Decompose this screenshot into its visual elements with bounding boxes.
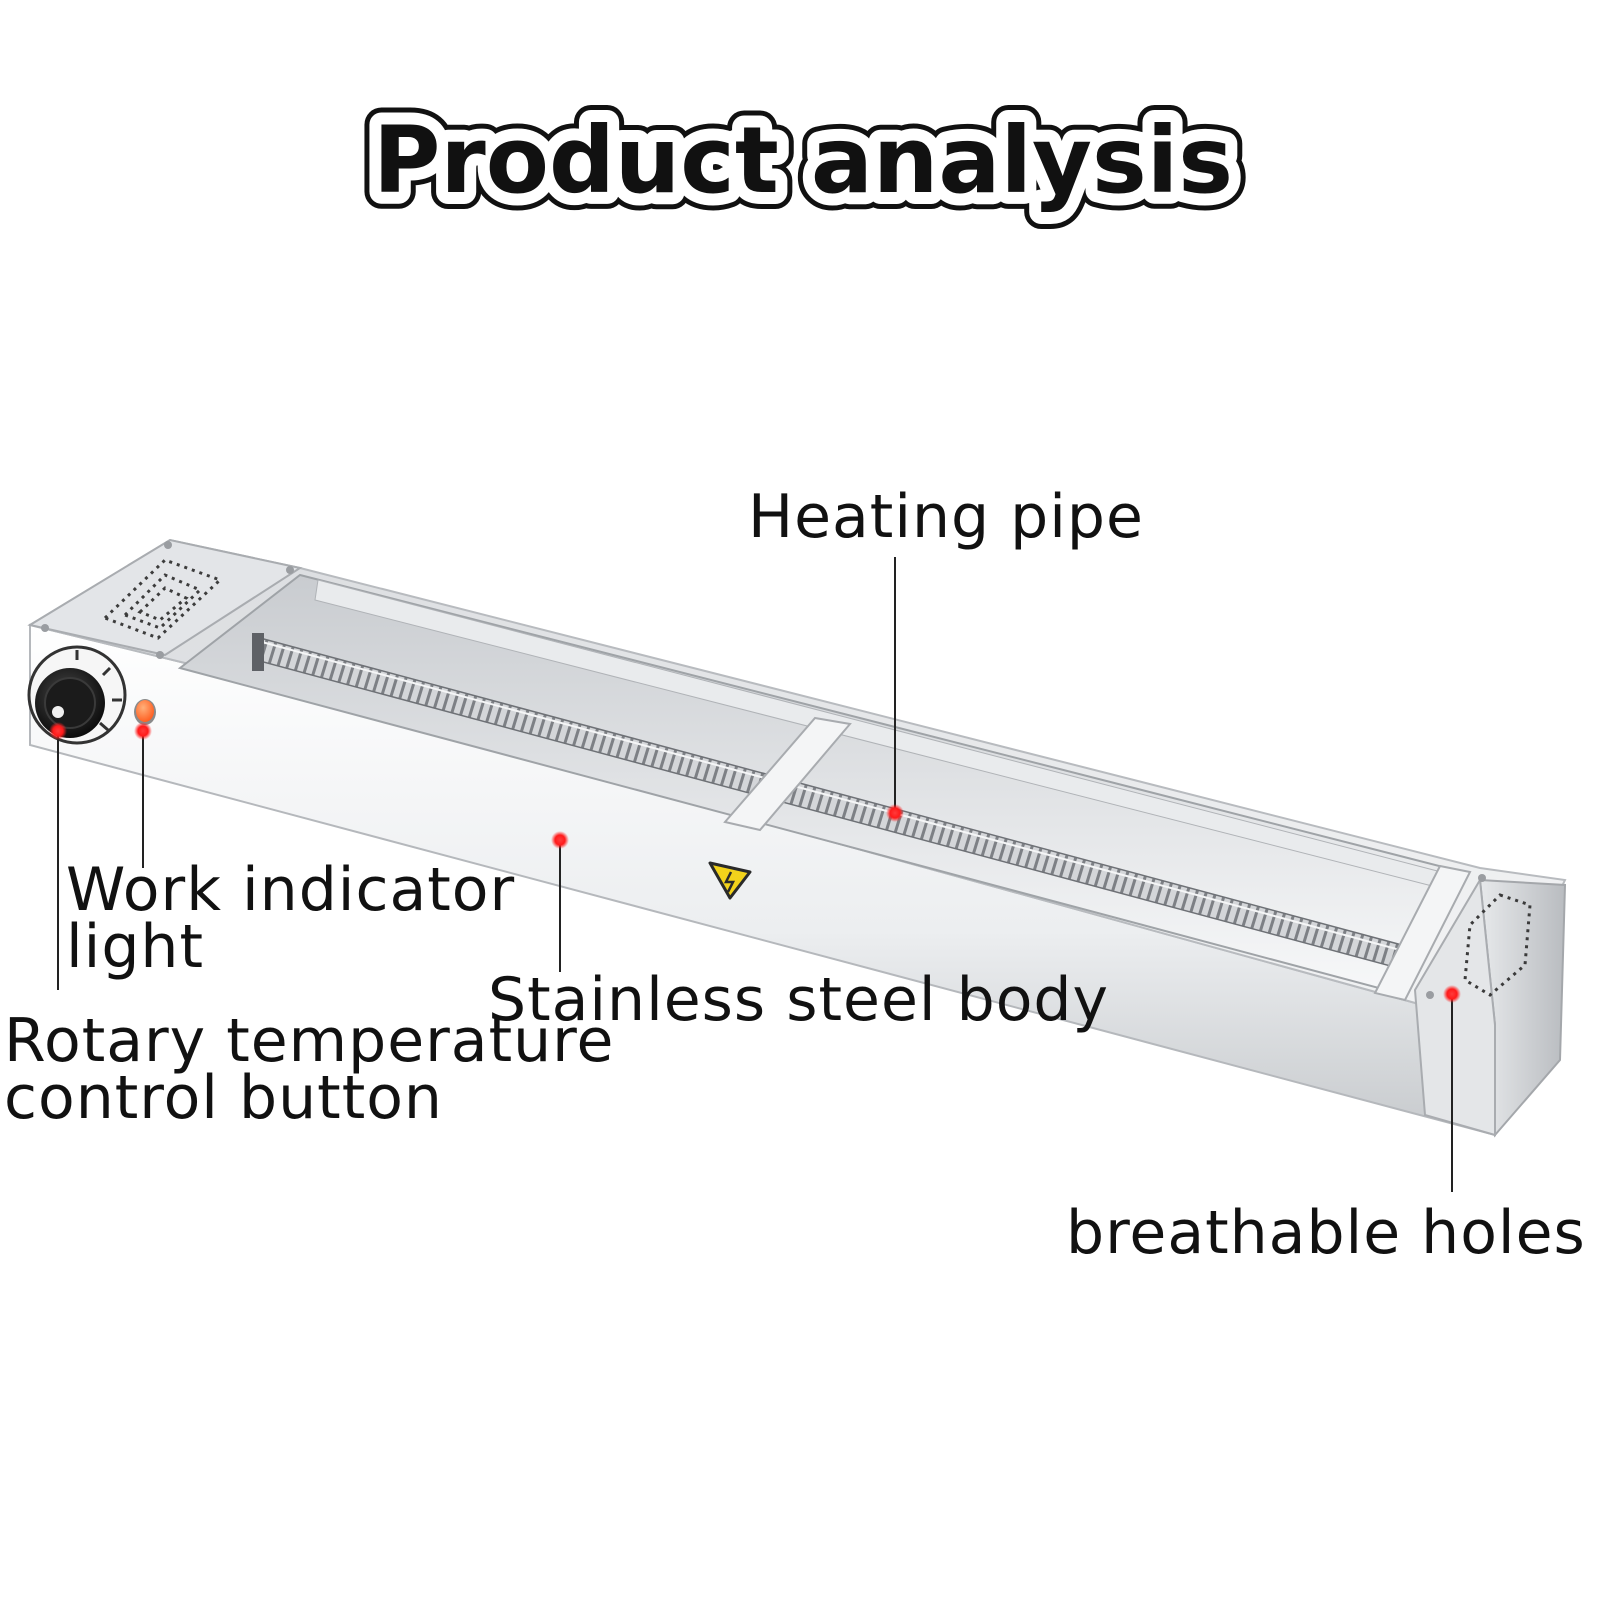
marker-indicator: [134, 722, 152, 740]
marker-heating-pipe: [886, 804, 904, 822]
page-title-fill: Product analysis: [373, 107, 1233, 214]
pipe-bracket-left: [252, 633, 264, 671]
heating-pipe-highlight: [261, 641, 1401, 951]
page-title: Product analysis: [373, 107, 1233, 214]
callout-leaders: [57, 557, 1453, 1192]
label-stainless-body: Stainless steel body: [488, 965, 1109, 1035]
right-crossbar: [1373, 864, 1472, 1002]
right-vent-holes: [1463, 893, 1532, 997]
center-crossbar: [723, 716, 852, 832]
label-breathable-holes: breathable holes: [1066, 1198, 1586, 1268]
rotary-knob-icon[interactable]: [27, 645, 127, 745]
indicator-light-icon: [134, 699, 156, 725]
left-plate-screws: [41, 541, 294, 659]
right-plate-screws: [1426, 874, 1486, 999]
page-title-inner-outline: Product analysis: [373, 107, 1233, 214]
callout-markers: [49, 722, 1461, 1003]
marker-knob: [49, 722, 67, 740]
label-work-indicator: Work indicator light: [66, 855, 516, 982]
left-vent-holes: [102, 558, 223, 640]
warning-triangle-icon: [708, 861, 752, 900]
label-rotary-control: Rotary temperature control button: [4, 1006, 615, 1133]
marker-holes: [1443, 985, 1461, 1003]
right-end-panel: [1413, 876, 1496, 1137]
title-graphic: Product analysis Product analysis Produc…: [356, 90, 1250, 231]
marker-body: [551, 831, 569, 849]
label-heating-pipe: Heating pipe: [748, 482, 1144, 552]
left-end-plate: [27, 538, 303, 657]
